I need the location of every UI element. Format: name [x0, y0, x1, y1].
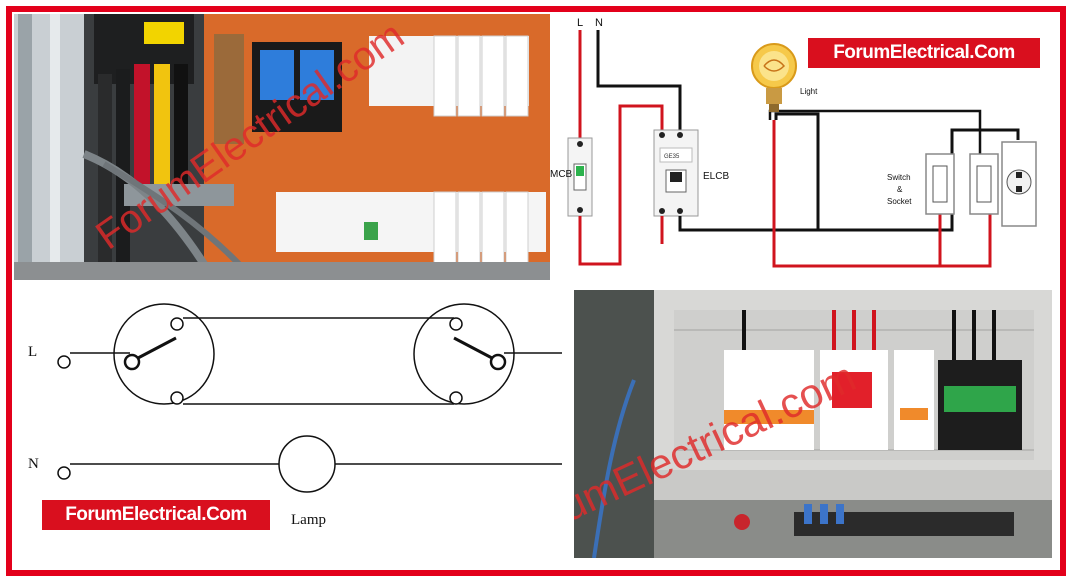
distribution-board-illustration — [14, 14, 550, 280]
elcb-device: GE35 — [653, 129, 699, 217]
red-border-frame — [6, 6, 1066, 576]
brand-badge-bottom-left: ForumElectrical.Com — [42, 500, 270, 530]
light-bulb-icon — [751, 43, 797, 112]
live-mcb-to-elcb-wire — [578, 104, 664, 266]
elcb-device-text: GE35 — [664, 154, 680, 160]
neutral-label: N — [595, 17, 603, 29]
socket-label: Socket — [887, 197, 912, 206]
elcb-label: ELCB — [703, 171, 729, 182]
lamp-symbol — [278, 435, 336, 493]
switch-socket-unit — [925, 141, 1037, 227]
neutral-terminal — [57, 466, 71, 480]
neutral-incoming-wire — [596, 30, 682, 132]
and-label: & — [897, 185, 903, 194]
two-way-switch-2 — [413, 303, 515, 405]
distribution-board-photo: ForumElectrical.com — [14, 14, 550, 280]
lamp-label: Lamp — [291, 512, 326, 528]
two-way-switch-schematic: L N Lamp — [28, 303, 562, 528]
neutral-out-wire — [678, 128, 1020, 232]
control-panel-photo: ForumElectrical.com — [574, 290, 1052, 558]
brand-badge-top-right: ForumElectrical.Com — [808, 38, 1040, 68]
two-way-switch-schematic-panel: L N Lamp ForumElectric — [14, 284, 574, 558]
mcb-device — [567, 137, 593, 217]
wiring-diagram-panel: L N MCB GE35 ELCB — [550, 14, 1054, 280]
line-terminal — [57, 355, 71, 369]
light-label: Light — [800, 87, 818, 96]
line-terminal-label: L — [28, 344, 37, 360]
neutral-lamp-wire — [774, 112, 820, 230]
mcb-label: MCB — [550, 169, 573, 180]
elcb-wiring-diagram: L N MCB GE35 ELCB — [550, 17, 1037, 268]
neutral-terminal-label: N — [28, 456, 39, 472]
control-panel-illustration — [574, 290, 1052, 558]
switch-label: Switch — [887, 173, 911, 182]
live-switch-return-wire — [772, 120, 992, 268]
line-label: L — [577, 17, 583, 29]
two-way-switch-1 — [113, 303, 215, 405]
